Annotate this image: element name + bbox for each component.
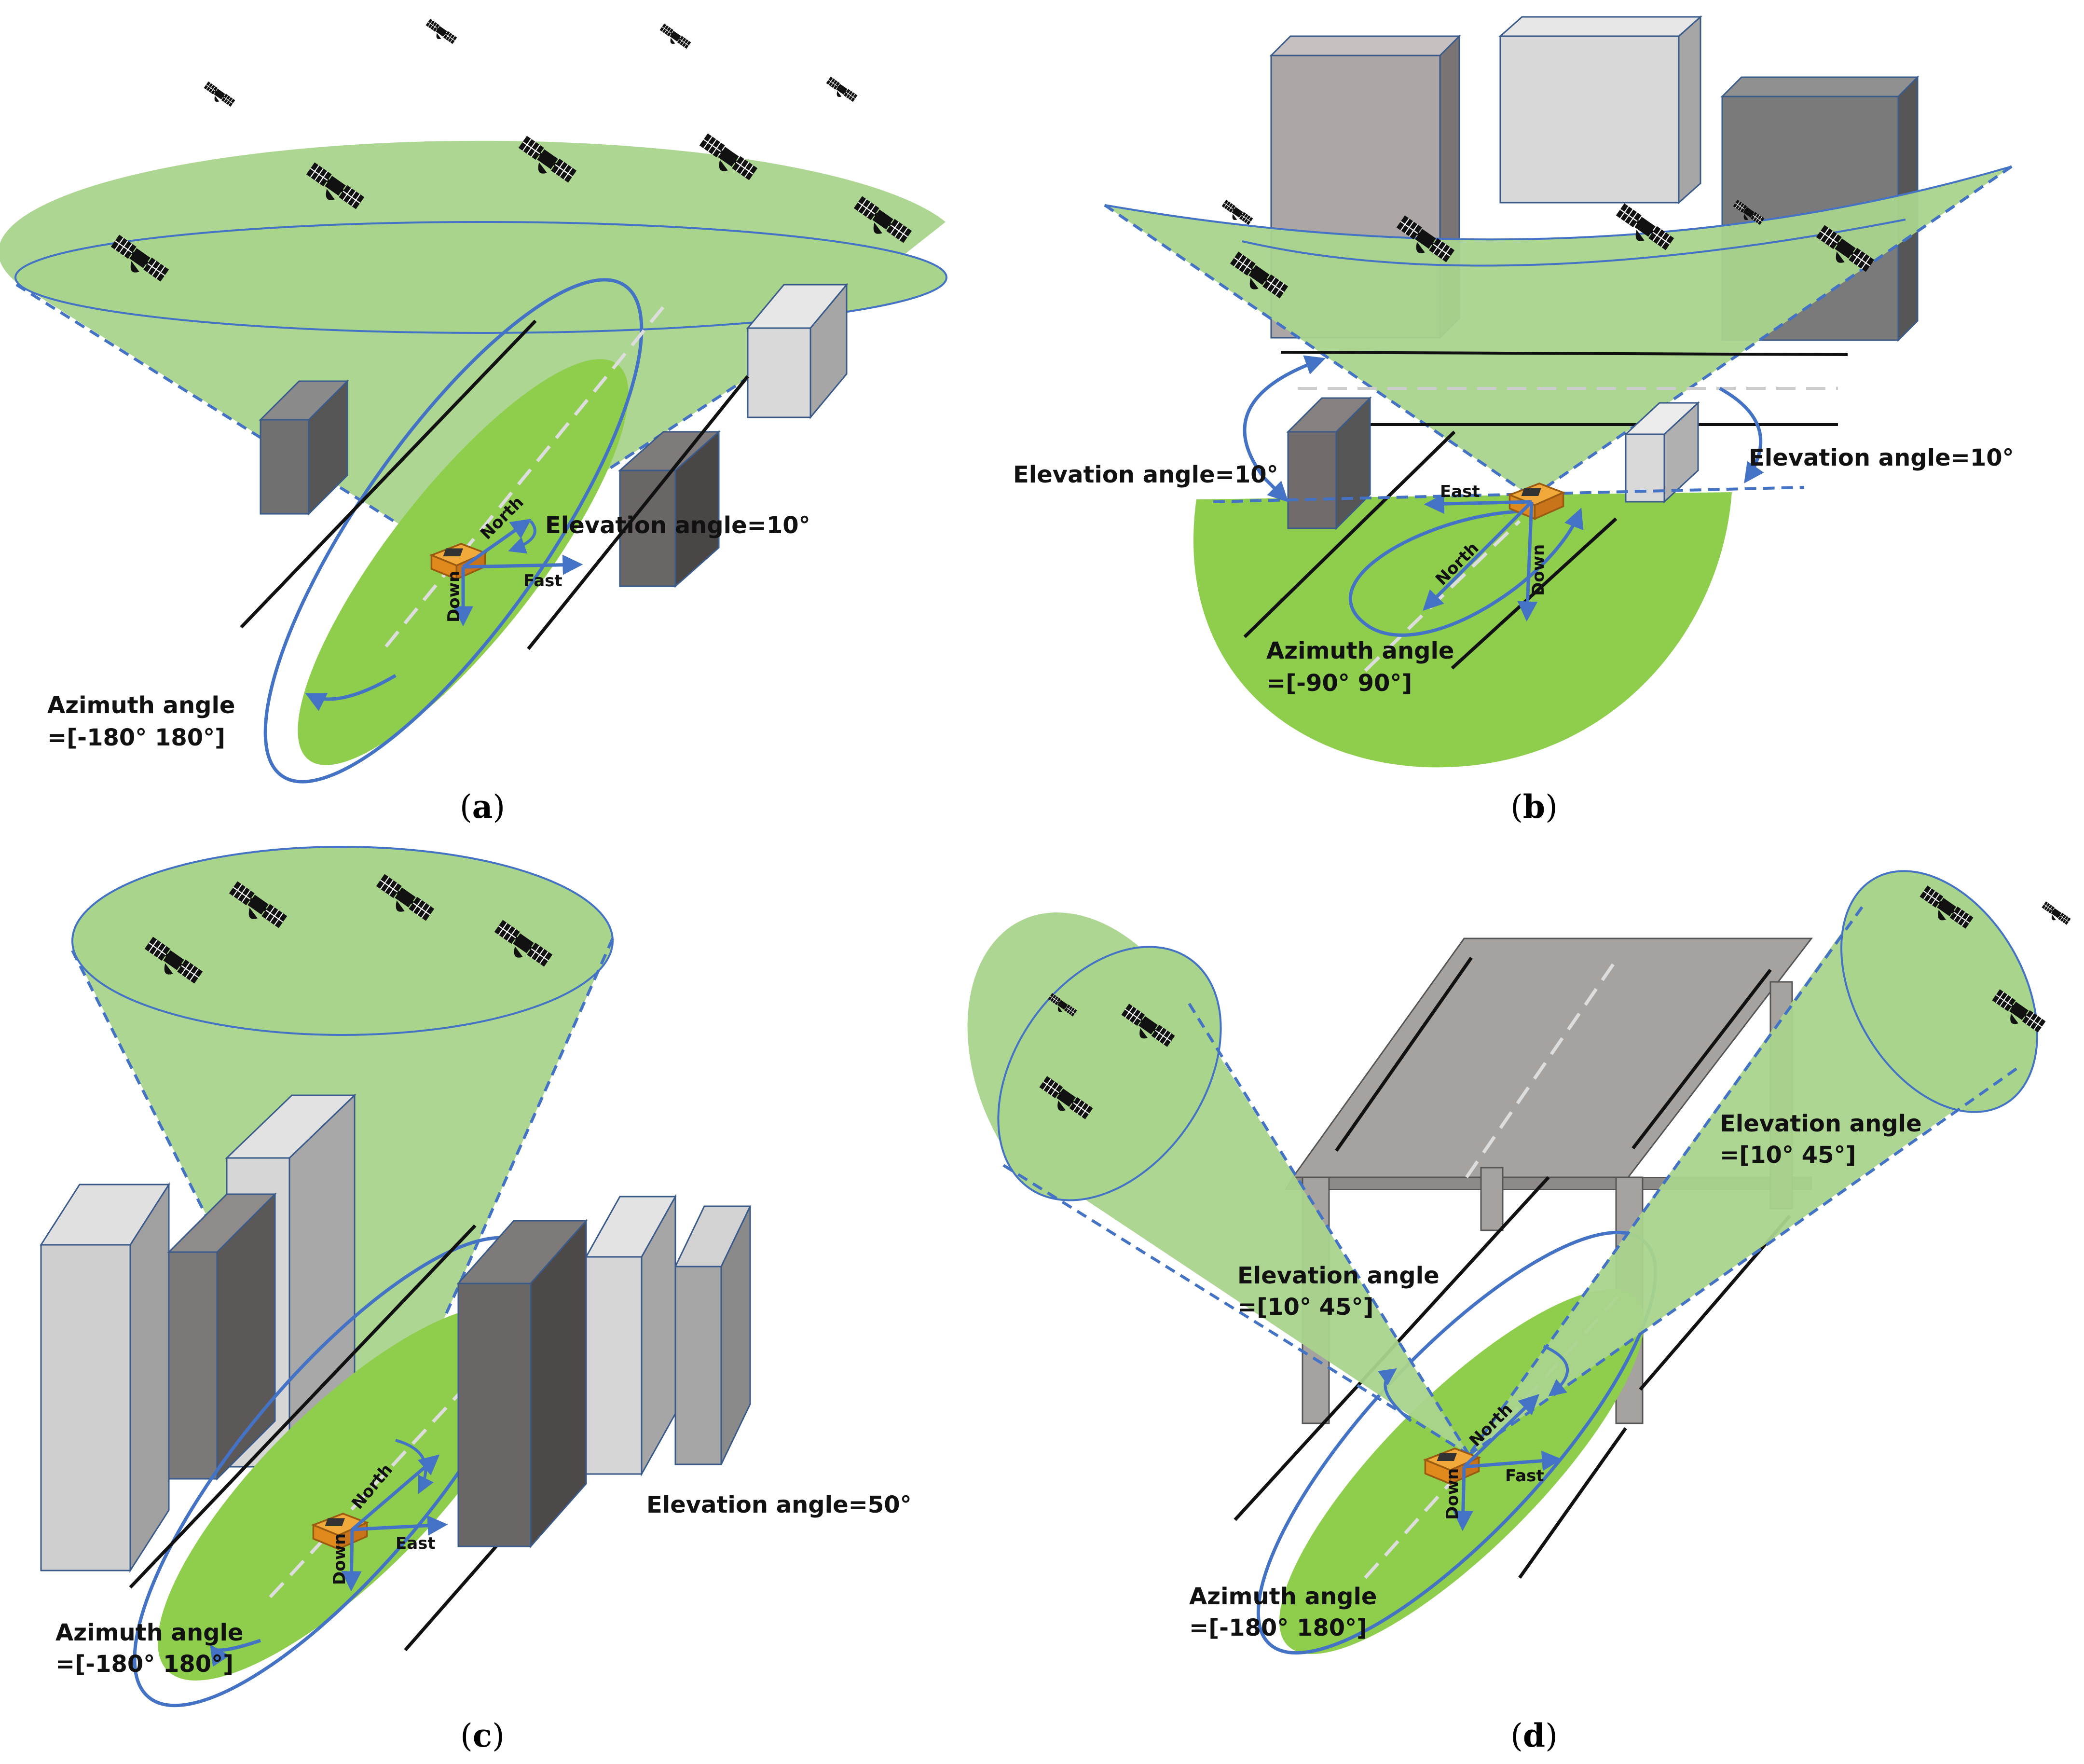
building-c6: [456, 1219, 588, 1548]
azimuth-label-d-line2: =[-180° 180°]: [1189, 1614, 1367, 1641]
caption-c: (c): [460, 1717, 505, 1754]
panel-d: Elevation angle =[10° 45°] Elevation ang…: [967, 870, 2072, 1754]
down-label-c: Down: [330, 1533, 349, 1585]
building-a3: [618, 430, 721, 588]
building-c2: [40, 1182, 170, 1573]
down-label-b: Down: [1529, 544, 1548, 596]
azimuth-label-c-line2: =[-180° 180°]: [55, 1651, 233, 1678]
elevation-label-d-left-line2: =[10° 45°]: [1237, 1294, 1373, 1321]
panel-c: Elevation angle=50° Azimuth angle =[-180…: [40, 846, 912, 1754]
ground-b: [1193, 492, 1732, 768]
down-label-a: Down: [444, 571, 464, 622]
azimuth-label-a-line1: Azimuth angle: [47, 692, 235, 719]
sky-ellipse-a: [14, 221, 947, 334]
azimuth-label-b-line2: =[-90° 90°]: [1266, 670, 1412, 697]
elevation-label-d-left-line1: Elevation angle: [1237, 1262, 1440, 1289]
azimuth-label-c-line1: Azimuth angle: [55, 1619, 243, 1646]
building-b2: [1498, 15, 1702, 205]
caption-a: (a): [460, 788, 505, 826]
east-label-a: Fast: [523, 571, 562, 591]
azimuth-label-b-line1: Azimuth angle: [1266, 637, 1454, 664]
east-label-c: East: [396, 1534, 436, 1553]
building-c5: [585, 1194, 677, 1477]
east-label-b: East: [1440, 482, 1480, 501]
building-a1: [259, 379, 349, 516]
east-label-d: Fast: [1505, 1466, 1544, 1486]
elevation-label-d-right-line2: =[10° 45°]: [1720, 1142, 1856, 1169]
elevation-label-b-left: Elevation angle=10°: [1013, 461, 1278, 488]
panel-a: Elevation angle=10° Azimuth angle =[-180…: [0, 18, 947, 826]
caption-d: (d): [1510, 1717, 1558, 1754]
building-c4: [674, 1205, 752, 1465]
building-b5: [1624, 401, 1700, 504]
caption-b: (b): [1510, 788, 1558, 826]
elevation-label-c: Elevation angle=50°: [646, 1491, 912, 1518]
building-c3: [167, 1192, 277, 1481]
elevation-label-a: Elevation angle=10°: [545, 512, 810, 539]
down-label-d: Down: [1443, 1468, 1462, 1520]
ground-ellipse-c: [158, 1306, 532, 1681]
sky-wedge-b: [1105, 166, 2012, 497]
sky-ellipse-d-right: [1840, 870, 2038, 1113]
panel-b: Elevation angle=10° Elevation angle=10° …: [1013, 15, 2014, 826]
azimuth-loop-a: [263, 278, 644, 784]
azimuth-label-a-line2: =[-180° 180°]: [47, 724, 225, 751]
building-a2: [746, 282, 849, 420]
elevation-label-b-right: Elevation angle=10°: [1749, 444, 2014, 471]
sky-ellipse-d-left: [997, 946, 1222, 1201]
elevation-label-d-right-line1: Elevation angle: [1720, 1110, 1922, 1137]
azimuth-label-d-line1: Azimuth angle: [1189, 1583, 1377, 1610]
